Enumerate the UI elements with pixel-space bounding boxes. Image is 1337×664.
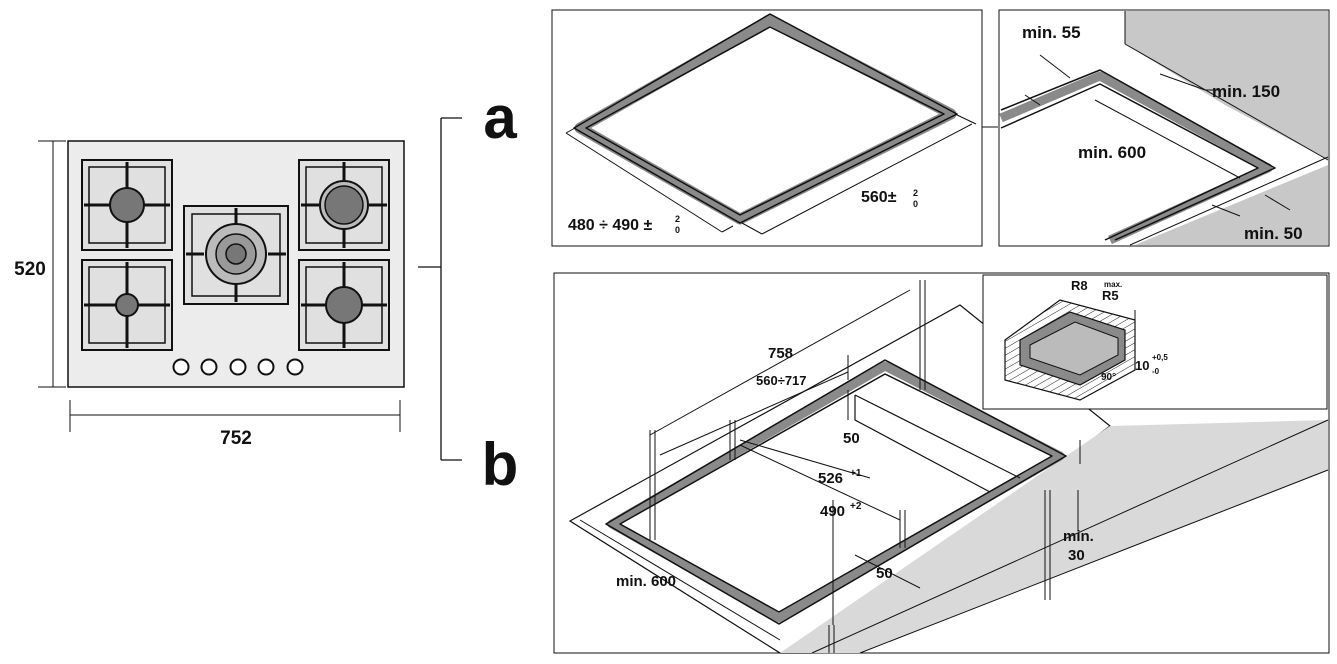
- wall-surface: [1125, 11, 1328, 160]
- inset-d10-tol-top: +0,5: [1152, 353, 1168, 362]
- dim-50-bottom: 50: [876, 565, 893, 582]
- worktop-edge: [1135, 165, 1328, 245]
- dim-min600: min. 600: [616, 573, 676, 590]
- inset-r5: R5: [1102, 288, 1119, 303]
- inset-angle: 90°: [1101, 372, 1116, 383]
- panel-label-b: b: [482, 431, 519, 498]
- clearance-min55: min. 55: [1022, 23, 1081, 42]
- control-knobs: [172, 358, 304, 376]
- dim-526: 526: [818, 470, 843, 487]
- dim-min30-line2: 30: [1068, 547, 1085, 564]
- burner-front-right: [298, 259, 390, 351]
- dim-526-tol: +1: [850, 468, 862, 479]
- panel-b-installation: 758 560÷717 50 526 +1 490 +2 50 min. 600…: [553, 272, 1330, 654]
- panel-a-cutout-frame: 480 ÷ 490 ± 2 0 560± 2 0: [551, 9, 998, 247]
- worktop-front-edge: [780, 420, 1328, 653]
- dim-min30-line1: min.: [1063, 528, 1094, 545]
- cutout-width-tol-bottom: 0: [913, 199, 918, 209]
- hob-depth-label: 520: [14, 259, 46, 280]
- seal-edge-detail-inset: [982, 274, 1328, 410]
- dim-560-717: 560÷717: [756, 373, 807, 388]
- inset-r8: R8: [1071, 278, 1088, 293]
- inset-d10-tol-bottom: -0: [1152, 367, 1160, 376]
- hob-top-view: 520 752: [14, 140, 405, 449]
- inset-max: max.: [1104, 280, 1122, 289]
- cutout-width-tol-top: 2: [913, 188, 918, 198]
- panel-label-a: a: [483, 84, 517, 151]
- clearance-min600: min. 600: [1078, 143, 1146, 162]
- burner-rear-left: [81, 159, 173, 251]
- burner-front-left: [81, 259, 173, 351]
- dim-758: 758: [768, 345, 793, 362]
- hob-width-label: 752: [220, 428, 252, 449]
- clearance-min50: min. 50: [1244, 224, 1303, 243]
- cutout-width-label: 560±: [861, 189, 897, 206]
- bracket-connector: [418, 117, 462, 461]
- cutout-depth-tol-bottom: 0: [675, 225, 680, 235]
- hob-dimension-lines: [38, 140, 401, 432]
- cutout-depth-tol-top: 2: [675, 214, 680, 224]
- dim-490-tol: +2: [850, 501, 862, 512]
- burner-center-wok: [183, 205, 289, 305]
- dim-490: 490: [820, 503, 845, 520]
- cutout-seal: [607, 361, 1065, 623]
- panel-a-clearance-detail: min. 55 min. 150 min. 600 min. 50: [998, 9, 1330, 247]
- dim-50-top: 50: [843, 430, 860, 447]
- burner-rear-right: [298, 159, 390, 251]
- clearance-min150: min. 150: [1212, 82, 1280, 101]
- inset-d10: 10: [1135, 358, 1149, 373]
- cutout-depth-label: 480 ÷ 490 ±: [568, 217, 653, 234]
